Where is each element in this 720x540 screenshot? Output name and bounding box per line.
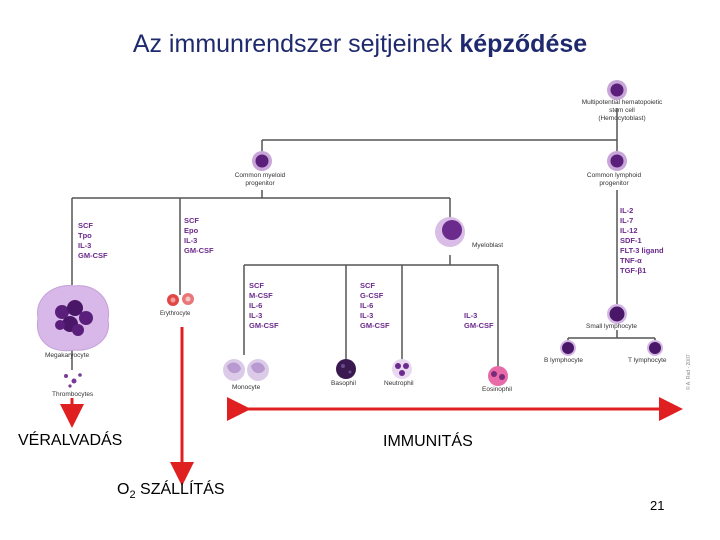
factor: IL-12 — [620, 226, 638, 235]
immunitas-label: IMMUNITÁS — [383, 433, 473, 450]
stem-cell-label-2: stem cell — [609, 107, 635, 114]
myeloid-progenitor-label-2: progenitor — [245, 180, 275, 187]
thrombocytes-label: Thrombocytes — [52, 391, 94, 398]
factor: FLT-3 ligand — [620, 246, 664, 255]
eosinophil-cell — [488, 366, 508, 386]
factor: SCF — [184, 216, 199, 225]
factor: SCF — [78, 221, 93, 230]
factors-eosinophil: IL-3 GM-CSF — [464, 311, 494, 330]
page-number: 21 — [650, 498, 665, 513]
factor: G-CSF — [360, 291, 384, 300]
factor: SDF-1 — [620, 236, 642, 245]
o2-prefix: O — [117, 481, 130, 498]
factor: GM-CSF — [464, 321, 494, 330]
veralvadas-label: VÉRALVADÁS — [18, 432, 123, 449]
erythrocyte-label: Erythrocyte — [160, 311, 191, 317]
factor: IL-3 — [249, 311, 262, 320]
red-arrows — [60, 327, 683, 486]
title-bold: képződése — [459, 30, 588, 58]
myeloid-progenitor-cell — [252, 151, 272, 171]
lymphoid-progenitor-cell — [607, 151, 627, 171]
t-lymphocyte-cell — [647, 340, 663, 356]
stem-cell-label-3: (Hemocytoblast) — [598, 115, 645, 122]
o2-subscript: 2 — [129, 489, 136, 502]
factor: SCF — [360, 281, 375, 290]
thrombocytes-cells — [64, 373, 82, 388]
small-lymphocyte-label: Small lymphocyte — [586, 323, 637, 330]
erythrocyte-cells — [167, 293, 194, 306]
factor: M-CSF — [249, 291, 273, 300]
factor: IL-6 — [360, 301, 373, 310]
factors-erythrocyte: SCF Epo IL-3 GM-CSF — [184, 216, 214, 255]
factor: GM-CSF — [249, 321, 279, 330]
myeloid-progenitor-label-1: Common myeloid — [235, 172, 286, 179]
factor: GM-CSF — [78, 251, 108, 260]
factors-megakaryocyte: SCF Tpo IL-3 GM-CSF — [78, 221, 108, 260]
myeloblast-cell — [435, 217, 465, 247]
factor: TNF-α — [620, 256, 642, 265]
megakaryocyte-label: Megakaryocyte — [45, 352, 89, 359]
basophil-label: Basophil — [331, 380, 356, 387]
factor: IL-3 — [464, 311, 477, 320]
lymphoid-progenitor-label-2: progenitor — [599, 180, 629, 187]
factors-lymphoid: IL-2 IL-7 IL-12 SDF-1 FLT-3 ligand TNF-α… — [620, 206, 664, 275]
factor: TGF-β1 — [620, 266, 646, 275]
neutrophil-cell — [392, 359, 412, 379]
megakaryocyte-cell — [36, 285, 110, 352]
factors-granulocyte: SCF G-CSF IL-6 IL-3 GM-CSF — [360, 281, 390, 330]
basophil-cell — [336, 359, 356, 379]
monocyte-cells — [223, 359, 269, 381]
factor: IL-2 — [620, 206, 633, 215]
o2-suffix: SZÁLLÍTÁS — [135, 481, 225, 498]
tree-lines — [71, 108, 656, 370]
title-normal: Az immunrendszer sejtjeinek — [132, 30, 460, 58]
factor: IL-3 — [360, 311, 373, 320]
stem-cell-label-1: Multipotential hematopoietic — [582, 99, 663, 106]
factor: IL-6 — [249, 301, 262, 310]
factor: GM-CSF — [360, 321, 390, 330]
factor: GM-CSF — [184, 246, 214, 255]
factor: IL-7 — [620, 216, 633, 225]
factor: IL-3 — [184, 236, 197, 245]
b-lymphocyte-cell — [560, 340, 576, 356]
stem-cell — [607, 80, 627, 100]
factors-monocyte: SCF M-CSF IL-6 IL-3 GM-CSF — [249, 281, 279, 330]
monocyte-label: Monocyte — [232, 384, 261, 391]
t-lymphocyte-label: T lymphocyte — [628, 357, 667, 364]
b-lymphocyte-label: B lymphocyte — [544, 357, 583, 364]
factor: Tpo — [78, 231, 92, 240]
factor: IL-3 — [78, 241, 91, 250]
factor: SCF — [249, 281, 264, 290]
slide-title: Az immunrendszer sejtjeinek képződése — [0, 30, 720, 59]
factor: Epo — [184, 226, 199, 235]
eosinophil-label: Eosinophil — [482, 386, 513, 393]
small-lymphocyte-cell — [607, 304, 627, 324]
myeloblast-label: Myeloblast — [472, 242, 503, 249]
o2-transport-label: O2 SZÁLLÍTÁS — [117, 481, 225, 501]
lymphoid-progenitor-label-1: Common lymphoid — [587, 172, 642, 179]
neutrophil-label: Neutrophil — [384, 380, 414, 387]
image-credit: © A. Rad - 2007 — [685, 354, 692, 390]
